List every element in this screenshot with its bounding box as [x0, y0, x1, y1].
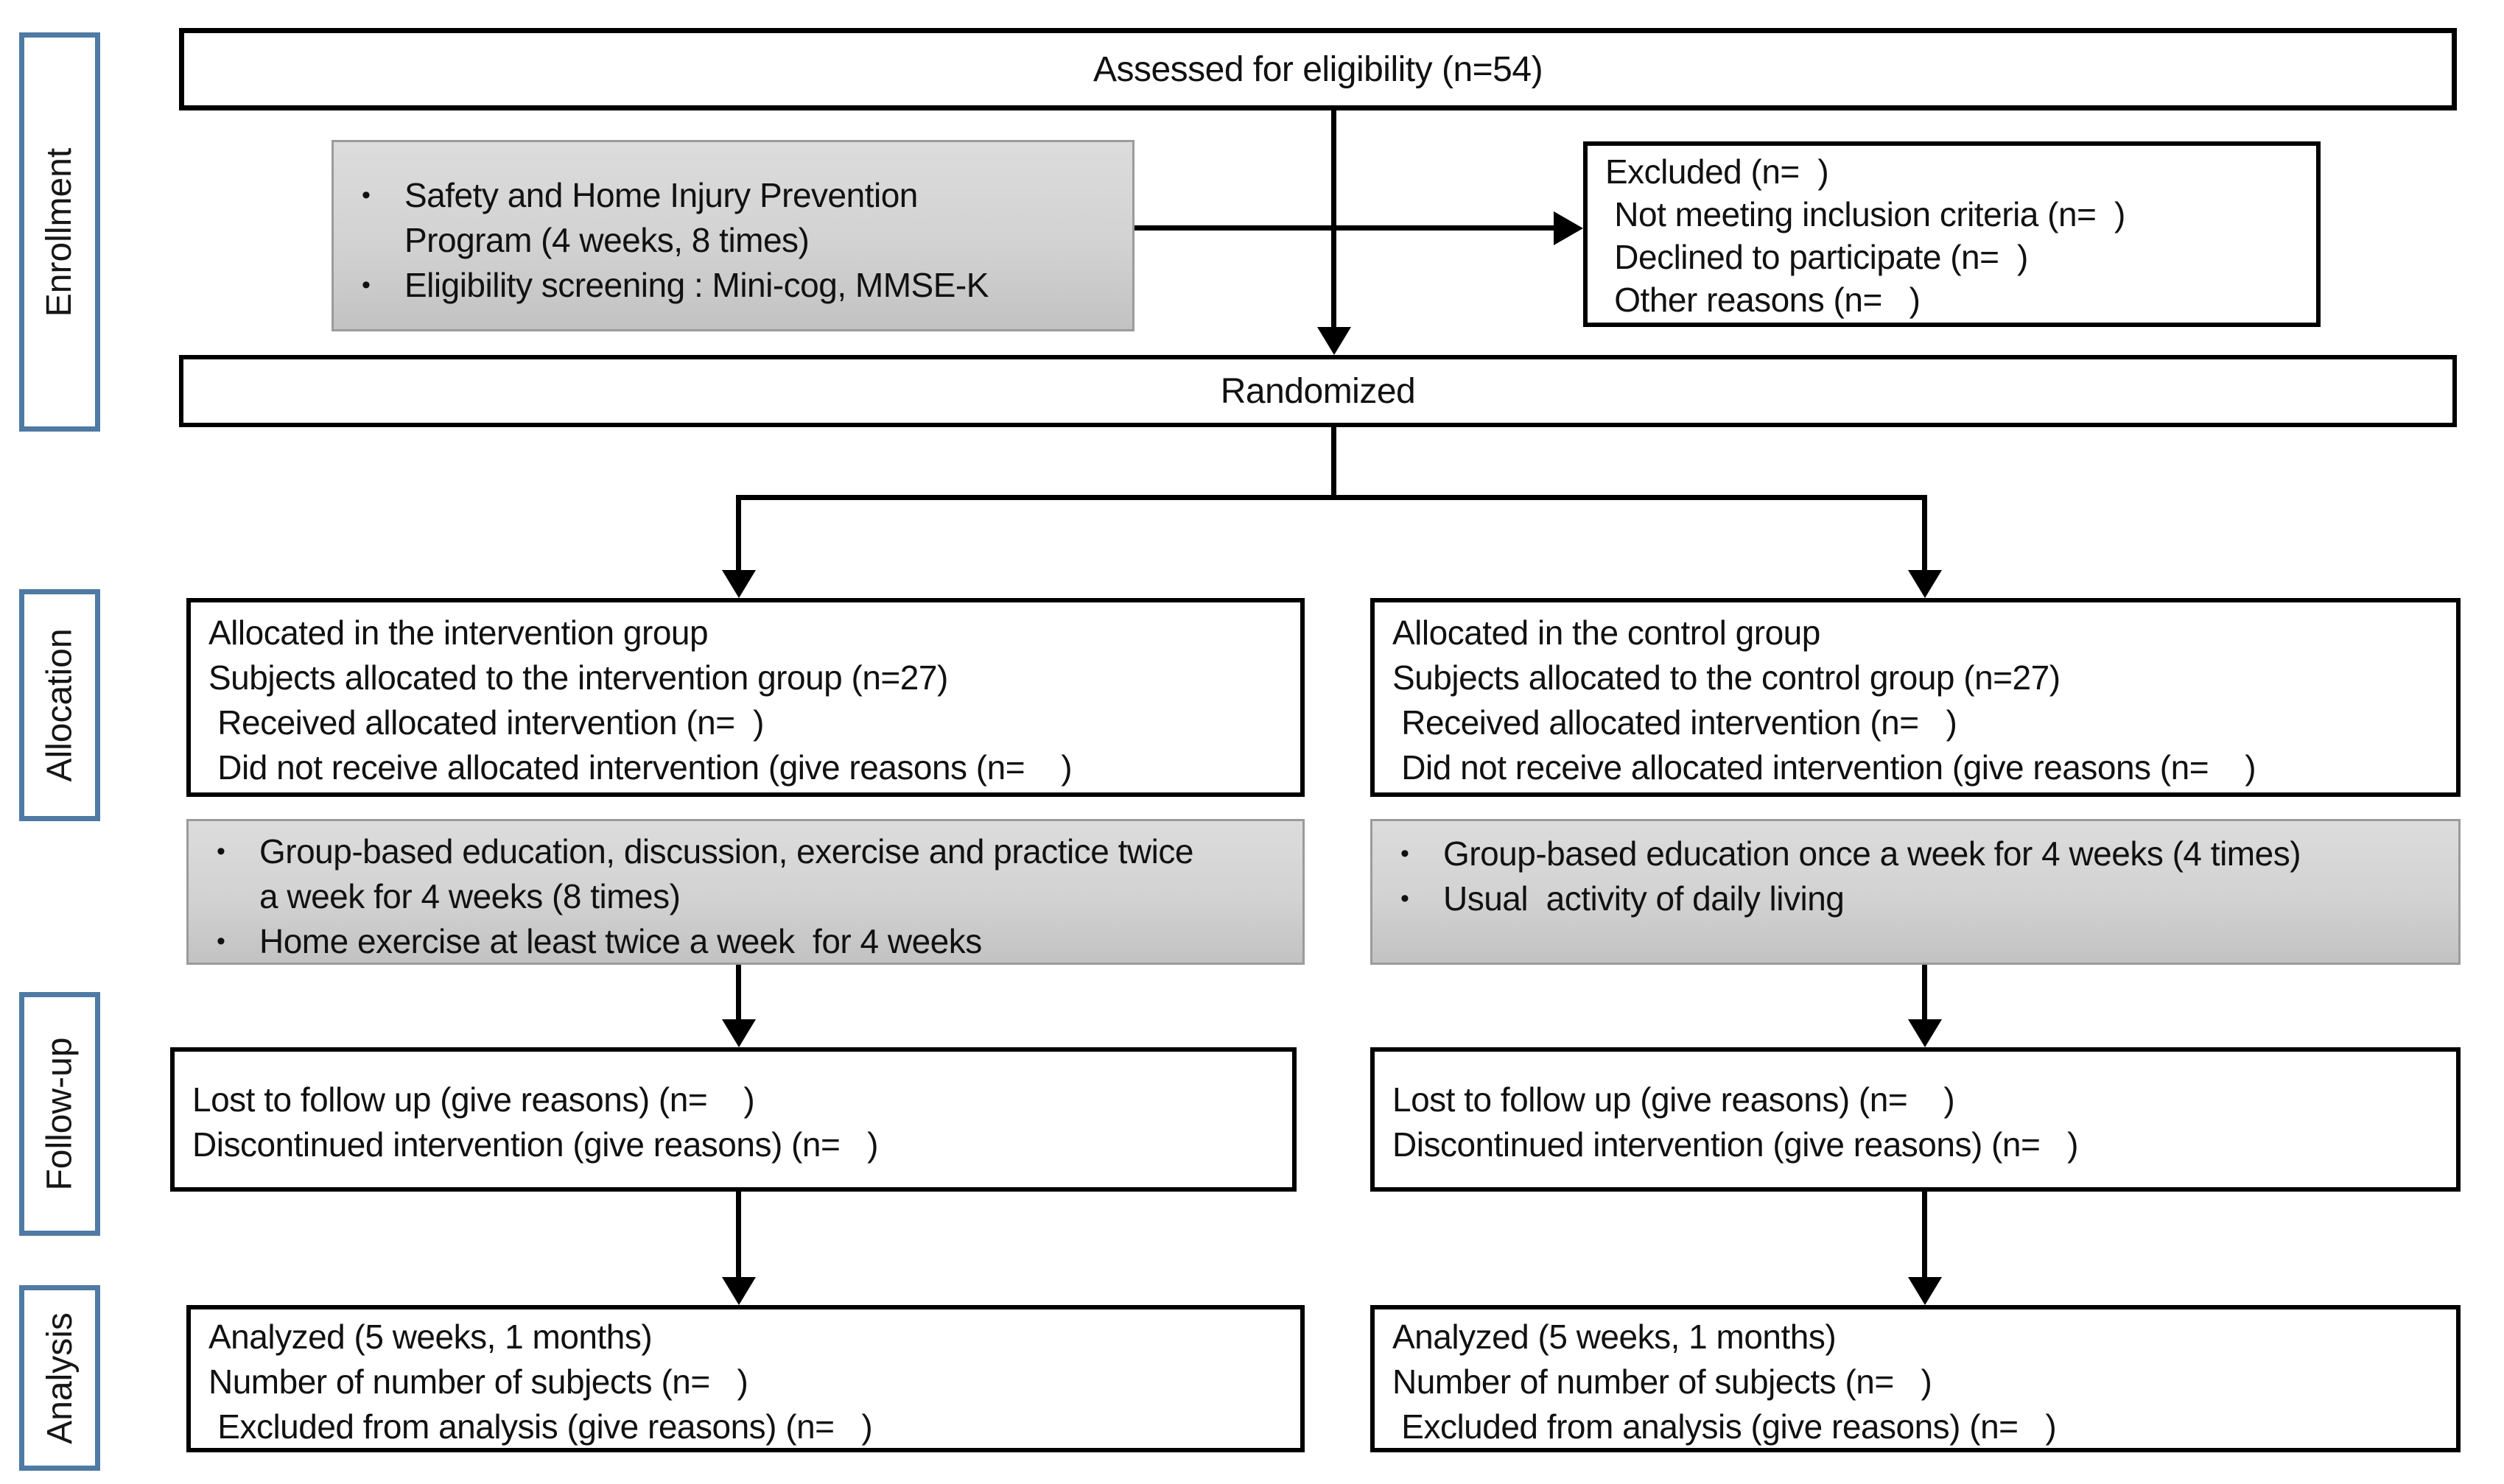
- arrow-intervention-to-followup-line: [736, 965, 741, 1021]
- excluded-line: Excluded (n= ): [1605, 152, 1829, 191]
- arrow-note-to-excluded-head: [1554, 211, 1583, 245]
- followup-control-line: Lost to follow up (give reasons) (n= ): [1392, 1080, 1955, 1119]
- stage-label-enrollment: Enrollment: [19, 32, 100, 432]
- bullet-icon: •: [1400, 885, 1409, 912]
- program-note-item: • Safety and Home Injury Prevention Prog…: [354, 173, 1121, 263]
- control-detail-item: • Group-based education once a week for …: [1393, 831, 2447, 876]
- stage-label-allocation: Allocation: [19, 589, 100, 821]
- stage-label-followup: Follow-up: [19, 992, 100, 1236]
- control-detail-item-text: Usual activity of daily living: [1443, 879, 1845, 918]
- intervention-detail-item-text: Home exercise at least twice a week for …: [259, 921, 982, 960]
- allocated-control-line: Did not receive allocated intervention (…: [1392, 748, 2256, 787]
- analysis-control-line: Analyzed (5 weeks, 1 months): [1392, 1317, 1837, 1356]
- box-assessed-for-eligibility: Assessed for eligibility (n=54): [179, 28, 2457, 110]
- excluded-line: Other reasons (n= ): [1605, 281, 1921, 319]
- assessed-text: Assessed for eligibility (n=54): [1093, 49, 1543, 89]
- allocated-intervention-line: Subjects allocated to the intervention g…: [208, 658, 948, 697]
- arrow-followup-to-analysis-intervention-line: [736, 1192, 741, 1279]
- allocated-control-line: Allocated in the control group: [1392, 613, 1820, 652]
- stage-label-analysis-text: Analysis: [40, 1312, 80, 1444]
- box-intervention-detail: • Group-based education, discussion, exe…: [186, 819, 1305, 965]
- followup-intervention-line: Discontinued intervention (give reasons)…: [192, 1125, 878, 1164]
- stage-label-allocation-text: Allocation: [40, 628, 80, 782]
- arrow-branch-to-control-line: [1922, 495, 1927, 572]
- stage-label-followup-text: Follow-up: [40, 1037, 80, 1191]
- followup-intervention-line: Lost to follow up (give reasons) (n= ): [192, 1080, 755, 1119]
- intervention-detail-item: • Group-based education, discussion, exe…: [209, 829, 1291, 919]
- arrow-intervention-to-followup-head: [722, 1019, 756, 1047]
- intervention-detail-item: • Home exercise at least twice a week fo…: [209, 919, 1291, 964]
- arrow-control-to-followup-head: [1908, 1019, 1942, 1047]
- box-analysis-intervention: Analyzed (5 weeks, 1 months) Number of n…: [186, 1305, 1305, 1452]
- bullet-icon: •: [217, 926, 225, 955]
- stage-label-analysis: Analysis: [19, 1285, 100, 1471]
- analysis-intervention-line: Number of number of subjects (n= ): [208, 1362, 748, 1401]
- control-detail-item-text: Group-based education once a week for 4 …: [1443, 834, 2301, 873]
- box-allocated-control: Allocated in the control group Subjects …: [1370, 598, 2461, 797]
- program-note-item-text: Eligibility screening : Mini-cog, MMSE-K: [404, 265, 989, 304]
- bullet-icon: •: [362, 270, 371, 299]
- allocated-control-line: Subjects allocated to the control group …: [1392, 658, 2061, 697]
- analysis-intervention-line: Excluded from analysis (give reasons) (n…: [208, 1407, 873, 1446]
- box-analysis-control: Analyzed (5 weeks, 1 months) Number of n…: [1370, 1305, 2461, 1452]
- program-note-item-text: Safety and Home Injury Prevention Progra…: [404, 175, 927, 259]
- box-control-detail: • Group-based education once a week for …: [1370, 819, 2461, 965]
- arrow-randomized-stem-line: [1331, 427, 1336, 498]
- arrow-assessed-to-randomized-line: [1331, 110, 1336, 328]
- analysis-intervention-line: Analyzed (5 weeks, 1 months): [208, 1317, 653, 1356]
- arrow-followup-to-analysis-control-line: [1922, 1192, 1927, 1279]
- bullet-icon: •: [362, 180, 371, 209]
- arrow-note-to-excluded-line: [1134, 225, 1554, 231]
- followup-control-line: Discontinued intervention (give reasons)…: [1392, 1125, 2078, 1164]
- arrow-branch-to-intervention-head: [722, 570, 756, 598]
- arrow-followup-to-analysis-control-head: [1908, 1277, 1942, 1305]
- excluded-line: Not meeting inclusion criteria (n= ): [1605, 195, 2125, 233]
- box-randomized: Randomized: [179, 355, 2457, 427]
- box-program-note: • Safety and Home Injury Prevention Prog…: [332, 140, 1134, 331]
- arrow-branch-to-intervention-line: [736, 495, 741, 572]
- allocated-control-line: Received allocated intervention (n= ): [1392, 703, 1957, 742]
- box-followup-control: Lost to follow up (give reasons) (n= ) D…: [1370, 1047, 2461, 1192]
- box-excluded: Excluded (n= ) Not meeting inclusion cri…: [1583, 141, 2321, 327]
- bullet-icon: •: [217, 837, 225, 865]
- analysis-control-line: Number of number of subjects (n= ): [1392, 1362, 1932, 1401]
- allocated-intervention-line: Did not receive allocated intervention (…: [208, 748, 1073, 787]
- box-followup-intervention: Lost to follow up (give reasons) (n= ) D…: [170, 1047, 1297, 1192]
- allocated-intervention-line: Received allocated intervention (n= ): [208, 703, 764, 742]
- bullet-icon: •: [1400, 840, 1409, 868]
- program-note-item: • Eligibility screening : Mini-cog, MMSE…: [354, 263, 1121, 308]
- allocated-intervention-line: Allocated in the intervention group: [208, 613, 709, 652]
- excluded-line: Declined to participate (n= ): [1605, 238, 2028, 276]
- arrow-followup-to-analysis-intervention-head: [722, 1277, 756, 1305]
- branch-horizontal-line: [736, 495, 1927, 500]
- randomized-text: Randomized: [1220, 371, 1416, 411]
- analysis-control-line: Excluded from analysis (give reasons) (n…: [1392, 1407, 2057, 1446]
- arrow-branch-to-control-head: [1908, 570, 1942, 598]
- stage-label-enrollment-text: Enrollment: [40, 147, 80, 317]
- arrow-control-to-followup-line: [1922, 965, 1927, 1021]
- intervention-detail-item-text: Group-based education, discussion, exerc…: [259, 831, 1203, 915]
- arrow-assessed-to-randomized-head: [1317, 327, 1351, 355]
- box-allocated-intervention: Allocated in the intervention group Subj…: [186, 598, 1305, 797]
- control-detail-item: • Usual activity of daily living: [1393, 876, 2447, 921]
